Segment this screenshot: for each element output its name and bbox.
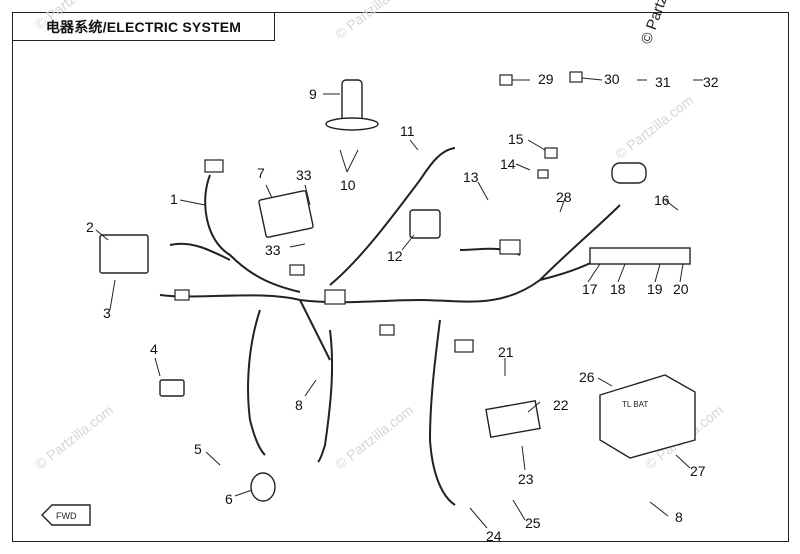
callouts: 1 2 3 4 5 6 7 8 9 10 11 12 13 14 15 16 1…	[86, 71, 719, 544]
connector	[324, 289, 346, 305]
connector	[499, 239, 521, 255]
callout-14: 14	[500, 156, 516, 172]
callout-4: 4	[150, 341, 158, 357]
watermark-text: © Partzilla.com	[32, 0, 116, 32]
connector	[379, 324, 395, 336]
callout-9: 9	[309, 86, 317, 102]
callout-11: 11	[400, 123, 415, 139]
connector	[569, 71, 583, 83]
callout-19: 19	[647, 281, 663, 297]
watermark-text: © Partzilla.com	[332, 402, 416, 473]
callout-8: 8	[675, 509, 683, 525]
callout-15: 15	[508, 131, 524, 147]
callout-17: 17	[582, 281, 598, 297]
connector	[289, 264, 305, 276]
callout-26: 26	[579, 369, 595, 385]
components	[41, 79, 696, 526]
watermark-text: © Partzilla.com	[332, 0, 416, 42]
callout-16: 16	[654, 192, 670, 208]
callout-20: 20	[673, 281, 689, 297]
connector	[499, 74, 513, 86]
callout-8: 8	[295, 397, 303, 413]
callout-27: 27	[690, 463, 706, 479]
callout-2: 2	[86, 219, 94, 235]
fwd-badge	[41, 504, 91, 526]
watermark-text: © Partzilla.com	[612, 92, 696, 163]
fuel-pump	[341, 79, 363, 123]
switch	[159, 379, 185, 397]
fuel-pump-flange	[325, 117, 379, 131]
starter-relay	[611, 162, 647, 184]
callout-24: 24	[486, 528, 502, 544]
battery-label: TL BAT	[622, 400, 648, 409]
callout-7: 7	[257, 165, 265, 181]
connector	[537, 169, 549, 179]
fwd-label: FWD	[56, 511, 77, 521]
fuse-block	[589, 247, 691, 265]
connector	[544, 147, 558, 159]
leader-lines	[95, 77, 703, 529]
diagram-frame	[12, 12, 789, 542]
callout-22: 22	[553, 397, 569, 413]
callout-21: 21	[498, 344, 514, 360]
connector	[454, 339, 474, 353]
regulator	[485, 400, 541, 438]
callout-6: 6	[225, 491, 233, 507]
horn	[250, 472, 276, 502]
connector	[204, 159, 224, 173]
callout-5: 5	[194, 441, 202, 457]
connector	[174, 289, 190, 301]
callout-25: 25	[525, 515, 541, 531]
callout-23: 23	[518, 471, 534, 487]
callout-10: 10	[340, 177, 356, 193]
callout-30: 30	[604, 71, 620, 87]
callout-33: 33	[265, 242, 281, 258]
connectors	[174, 71, 583, 353]
callout-32: 32	[703, 74, 719, 90]
battery	[599, 374, 696, 459]
main-harness	[159, 147, 621, 506]
watermark-text: © Partzilla.com	[32, 402, 116, 473]
callout-33: 33	[296, 167, 312, 183]
brand-mark: © Partzilla	[638, 0, 678, 46]
callout-1: 1	[170, 191, 178, 207]
control-module	[258, 190, 314, 238]
callout-18: 18	[610, 281, 626, 297]
callout-29: 29	[538, 71, 554, 87]
callout-3: 3	[103, 305, 111, 321]
callout-28: 28	[556, 189, 572, 205]
diagram-title: 电器系统/ELECTRIC SYSTEM	[12, 12, 275, 41]
callout-12: 12	[387, 248, 403, 264]
relay	[409, 209, 441, 239]
ecu-module	[99, 234, 149, 274]
callout-31: 31	[655, 74, 671, 90]
callout-13: 13	[463, 169, 479, 185]
